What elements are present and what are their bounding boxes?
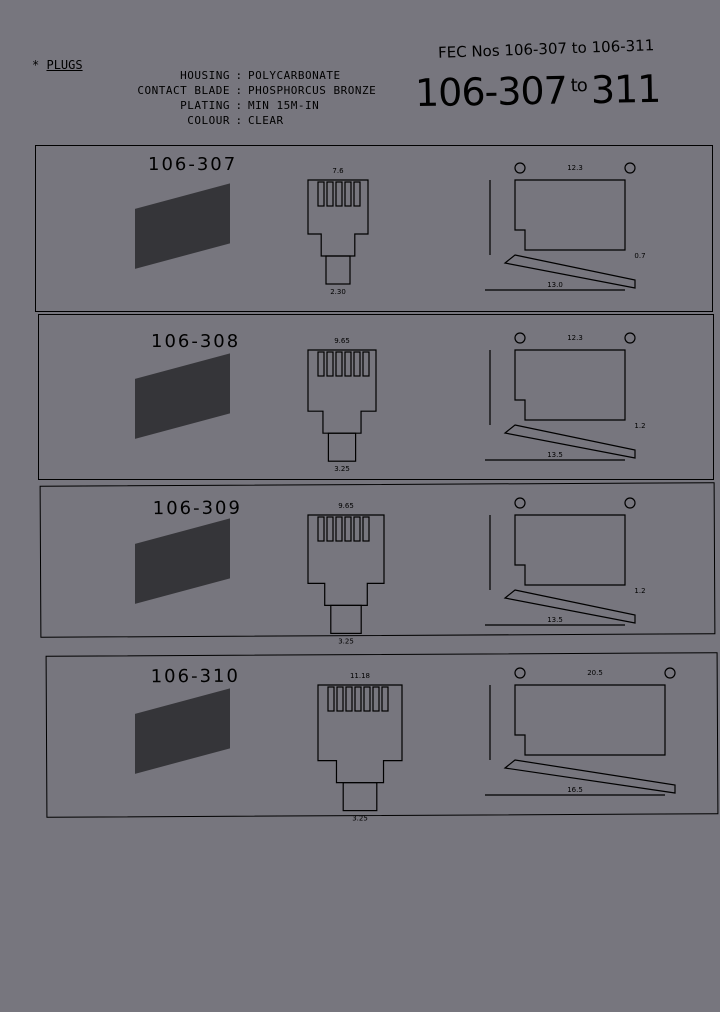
contact-blade bbox=[363, 686, 371, 712]
plug-photo bbox=[135, 688, 230, 774]
tip-dim: 1.2 bbox=[634, 422, 645, 430]
side-view-body bbox=[514, 684, 666, 756]
spec-value: MIN 15M-IN bbox=[248, 98, 320, 112]
contact-blade bbox=[327, 686, 335, 712]
contact-blade bbox=[317, 351, 325, 377]
contact-blade bbox=[326, 516, 334, 542]
spec-colon: : bbox=[235, 68, 243, 82]
tip-dim: 1.2 bbox=[634, 587, 645, 595]
contact-blade bbox=[326, 351, 334, 377]
total-length-dim: 13.5 bbox=[547, 616, 563, 624]
spec-key: COLOUR bbox=[187, 113, 230, 127]
contact-blade bbox=[335, 351, 343, 377]
total-length-dim: 13.5 bbox=[547, 451, 563, 459]
stem-width-dim: 3.25 bbox=[352, 815, 368, 823]
stem-width-dim: 3.25 bbox=[334, 465, 350, 473]
contact-blade bbox=[344, 351, 352, 377]
contact-blade bbox=[353, 516, 361, 542]
spec-value: POLYCARBONATE bbox=[248, 68, 341, 82]
front-width-dim: 9.65 bbox=[338, 502, 354, 510]
callout-2 bbox=[514, 497, 526, 509]
tip-dim: 0.7 bbox=[634, 252, 645, 260]
panel-106-307: 106-307 bbox=[35, 145, 713, 312]
callout-1 bbox=[624, 332, 636, 344]
contact-blade bbox=[362, 351, 370, 377]
side-view-body bbox=[514, 179, 626, 251]
spec-key: CONTACT BLADE bbox=[137, 83, 230, 97]
front-width-dim: 9.65 bbox=[334, 337, 350, 345]
callout-2 bbox=[514, 332, 526, 344]
dimension-lines bbox=[485, 515, 625, 626]
plug-photo bbox=[135, 518, 230, 604]
contact-blade bbox=[345, 686, 353, 712]
top-length-dim: 20.5 bbox=[587, 669, 603, 677]
front-view-outline bbox=[307, 179, 369, 257]
front-view-outline bbox=[307, 514, 385, 606]
front-width-dim: 11.18 bbox=[350, 672, 370, 680]
stem-width-dim: 2.30 bbox=[330, 288, 346, 296]
cable-stem bbox=[327, 432, 357, 462]
contact-blade bbox=[362, 516, 370, 542]
dimension-lines bbox=[485, 180, 625, 291]
top-length-dim: 12.3 bbox=[567, 334, 583, 342]
stem-width-dim: 3.25 bbox=[338, 637, 354, 645]
contact-blade bbox=[344, 181, 352, 207]
callout-2 bbox=[514, 162, 526, 174]
callout-1 bbox=[664, 667, 676, 679]
contact-blade bbox=[344, 516, 352, 542]
callout-2 bbox=[514, 667, 526, 679]
contact-blade bbox=[372, 686, 380, 712]
latch-lever bbox=[503, 589, 636, 624]
contact-blade bbox=[317, 516, 325, 542]
section-label: * PLUGS bbox=[32, 58, 83, 72]
part-number: 106-307 bbox=[148, 154, 238, 175]
front-width-dim: 7.6 bbox=[332, 167, 344, 175]
side-view-body bbox=[514, 514, 626, 586]
cable-stem bbox=[342, 781, 378, 812]
cable-stem bbox=[325, 255, 351, 285]
front-view-outline bbox=[317, 684, 403, 784]
spec-key: HOUSING bbox=[180, 68, 230, 82]
top-length-dim: 12.3 bbox=[567, 164, 583, 172]
contact-blade bbox=[317, 181, 325, 207]
contact-blade bbox=[335, 516, 343, 542]
plug-photo bbox=[135, 183, 230, 269]
front-view-outline bbox=[307, 349, 377, 434]
material-specs: HOUSING: POLYCARBONATE CONTACT BLADE: PHOS… bbox=[12, 68, 432, 128]
contact-blade bbox=[381, 686, 389, 712]
contact-blade bbox=[354, 686, 362, 712]
callout-1 bbox=[624, 497, 636, 509]
spec-colon: : bbox=[235, 113, 243, 127]
plugs-heading: PLUGS bbox=[46, 58, 83, 72]
contact-blade bbox=[326, 181, 334, 207]
contact-blade bbox=[335, 181, 343, 207]
spec-key: PLATING bbox=[180, 98, 230, 112]
latch-lever bbox=[503, 254, 636, 289]
contact-blade bbox=[353, 351, 361, 377]
side-view-body bbox=[514, 349, 626, 421]
plug-photo bbox=[135, 353, 230, 439]
total-length-dim: 16.5 bbox=[567, 786, 583, 794]
spec-value: CLEAR bbox=[248, 113, 284, 127]
panel-106-308: 106-308 bbox=[38, 314, 714, 480]
marker: * bbox=[32, 58, 40, 72]
cable-stem bbox=[330, 604, 362, 635]
latch-lever bbox=[503, 759, 676, 794]
spec-colon: : bbox=[235, 98, 243, 112]
spec-value: PHOSPHORCUS BRONZE bbox=[248, 83, 377, 97]
latch-lever bbox=[503, 424, 636, 459]
total-length-dim: 13.0 bbox=[547, 281, 563, 289]
spec-colon: : bbox=[235, 83, 243, 97]
contact-blade bbox=[336, 686, 344, 712]
contact-blade bbox=[353, 181, 361, 207]
dimension-lines bbox=[485, 350, 625, 461]
callout-1 bbox=[624, 162, 636, 174]
dimension-lines bbox=[485, 685, 665, 796]
part-number: 106-308 bbox=[151, 331, 241, 352]
